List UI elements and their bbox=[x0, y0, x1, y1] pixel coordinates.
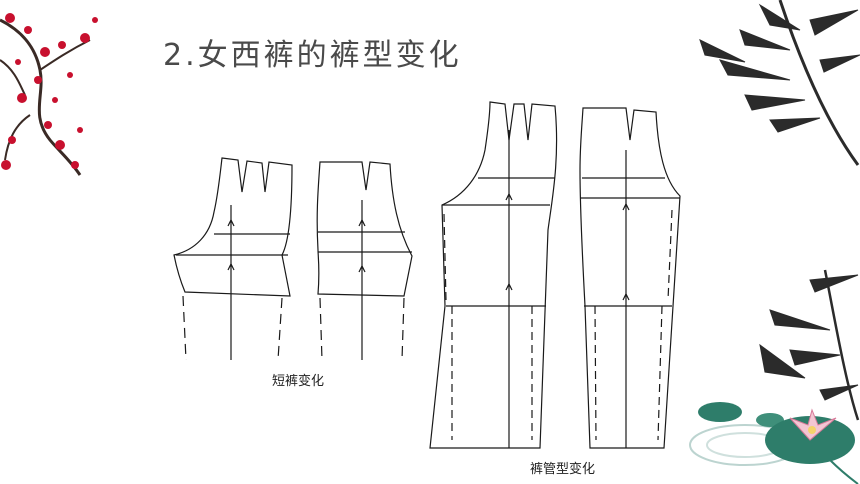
caption-shorts: 短裤变化 bbox=[272, 374, 325, 389]
shorts-back-pattern bbox=[316, 161, 413, 361]
caption-legs: 裤管型变化 bbox=[530, 462, 596, 477]
lotus-icon bbox=[689, 402, 859, 484]
trousers-back-pattern bbox=[579, 107, 681, 449]
bamboo-icon bbox=[699, 0, 860, 166]
slide-title: 2.女西裤的裤型变化 bbox=[163, 38, 462, 73]
trousers-front-pattern bbox=[429, 101, 558, 449]
bamboo-icon bbox=[759, 269, 860, 421]
plum-blossom-icon bbox=[0, 13, 98, 176]
shorts-front-pattern bbox=[173, 157, 293, 361]
